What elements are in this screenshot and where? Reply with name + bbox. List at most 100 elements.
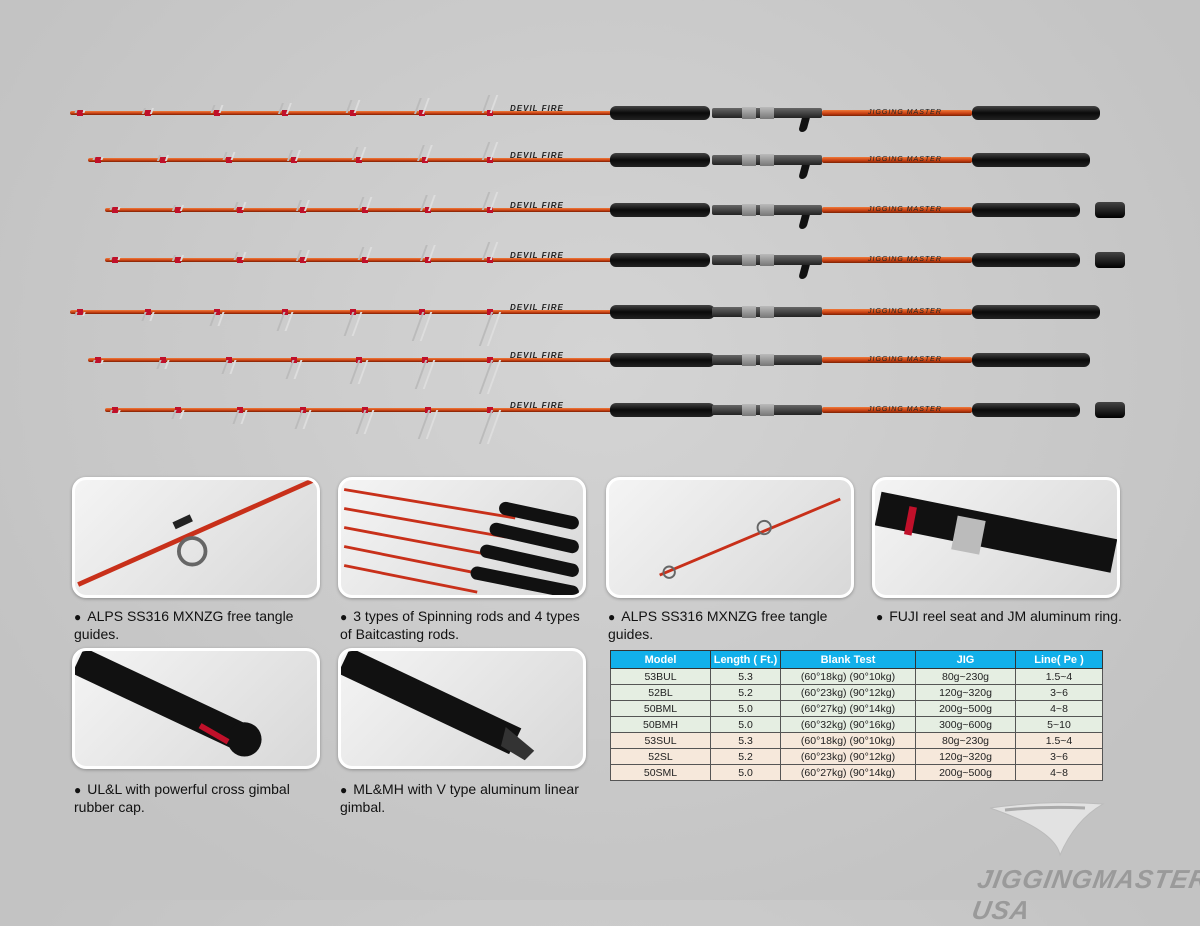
blank-brand-label: DEVIL FIRE [510, 303, 564, 312]
fore-grip [610, 305, 715, 319]
line-guide-icon [478, 360, 502, 394]
thread-wrap [77, 309, 83, 315]
thread-wrap [356, 157, 363, 163]
thread-wrap [487, 110, 493, 116]
spec-cell: 4~8 [1015, 764, 1103, 781]
aluminum-ring [742, 107, 756, 119]
thread-wrap [362, 207, 368, 213]
line-guide-icon [417, 410, 438, 439]
thread-wrap [362, 407, 368, 413]
aluminum-ring [760, 254, 774, 266]
bullet-icon: ● [340, 783, 348, 797]
blank-brand-label: DEVIL FIRE [510, 151, 564, 160]
photo-guide-tip [606, 477, 854, 598]
blank-brand-label: DEVIL FIRE [510, 251, 564, 260]
line-guide-icon [109, 410, 121, 414]
line-guide-icon [141, 312, 155, 321]
rod-butt [822, 357, 972, 363]
bullet-icon: ● [876, 610, 884, 624]
spec-cell: 53SUL [610, 732, 711, 749]
feature-caption: ●ML&MH with V type aluminum linear gimba… [340, 781, 590, 816]
rear-grip [972, 403, 1080, 417]
line-guide-icon [171, 254, 184, 260]
thread-wrap [282, 309, 288, 315]
rear-grip [972, 253, 1080, 267]
spec-cell: 3~6 [1015, 684, 1103, 701]
line-guide-icon [92, 157, 104, 160]
caption-text: 3 types of Spinning rods and 4 types of … [340, 608, 580, 642]
thread-wrap [213, 309, 220, 315]
line-guide-icon [74, 110, 86, 113]
thread-wrap [174, 407, 181, 413]
thread-wrap [487, 257, 493, 263]
spec-cell: 5.0 [710, 716, 781, 733]
spec-table: Model Length ( Ft.) Blank Test JIG Line(… [610, 650, 1103, 781]
spec-cell: (60°18kg) (90°10kg) [780, 732, 916, 749]
thread-wrap [418, 309, 425, 315]
handle-brand-label: JIGGING MASTER [868, 156, 942, 163]
aluminum-ring [760, 204, 774, 216]
rod: DEVIL FIRE JIGGING MASTER [0, 242, 1200, 279]
thread-wrap [145, 110, 152, 116]
handle-brand-label: JIGGING MASTER [868, 109, 942, 116]
fore-grip [610, 403, 715, 417]
spec-cell: (60°32kg) (90°16kg) [780, 716, 916, 733]
thread-wrap [282, 110, 288, 116]
caption-text: ALPS SS316 MXNZG free tangle guides. [74, 608, 294, 642]
rear-grip [972, 203, 1080, 217]
handle-brand-label: JIGGING MASTER [868, 256, 942, 263]
thread-wrap [95, 157, 101, 163]
fore-grip [610, 203, 710, 217]
spec-cell: 5.0 [710, 764, 781, 781]
gimbal-cap [1095, 402, 1125, 418]
trigger [798, 265, 810, 279]
thread-wrap [299, 407, 306, 413]
fore-grip [610, 253, 710, 267]
thread-wrap [112, 407, 118, 413]
rod-blank [105, 208, 612, 212]
rod-blank [105, 408, 612, 412]
thread-wrap [487, 157, 493, 163]
spec-cell: 200g~500g [915, 700, 1016, 717]
line-guide-icon [74, 312, 86, 316]
trigger [798, 215, 810, 229]
bullet-icon: ● [340, 610, 348, 624]
line-guide-icon [414, 360, 435, 389]
header-length: Length ( Ft.) [710, 650, 781, 669]
trigger [798, 165, 810, 179]
aluminum-ring [760, 306, 774, 318]
photo-reel-seat [872, 477, 1120, 598]
line-guide-icon [170, 410, 185, 419]
thread-wrap [424, 207, 431, 213]
line-guide-icon [92, 360, 104, 364]
handle-brand-label: JIGGING MASTER [868, 206, 942, 213]
thread-wrap [424, 407, 431, 413]
thread-wrap [291, 357, 297, 363]
spec-cell: 1.5~4 [1015, 668, 1103, 685]
thread-wrap [299, 207, 306, 213]
logo-mark-icon [989, 802, 1105, 857]
aluminum-ring [760, 154, 774, 166]
aluminum-ring [742, 204, 756, 216]
bullet-icon: ● [608, 610, 616, 624]
feature-caption: ●ALPS SS316 MXNZG free tangle guides. [608, 608, 858, 643]
fore-grip [610, 106, 710, 120]
thread-wrap [487, 357, 493, 363]
thread-wrap [237, 257, 243, 263]
thread-wrap [225, 157, 232, 163]
thread-wrap [237, 407, 243, 413]
spec-cell: (60°23kg) (90°12kg) [780, 748, 916, 765]
line-guide-icon [109, 207, 121, 210]
thread-wrap [213, 110, 220, 116]
spec-cell: 52BL [610, 684, 711, 701]
line-guide-icon [109, 257, 121, 260]
spec-cell: 50BML [610, 700, 711, 717]
spec-cell: (60°27kg) (90°14kg) [780, 764, 916, 781]
